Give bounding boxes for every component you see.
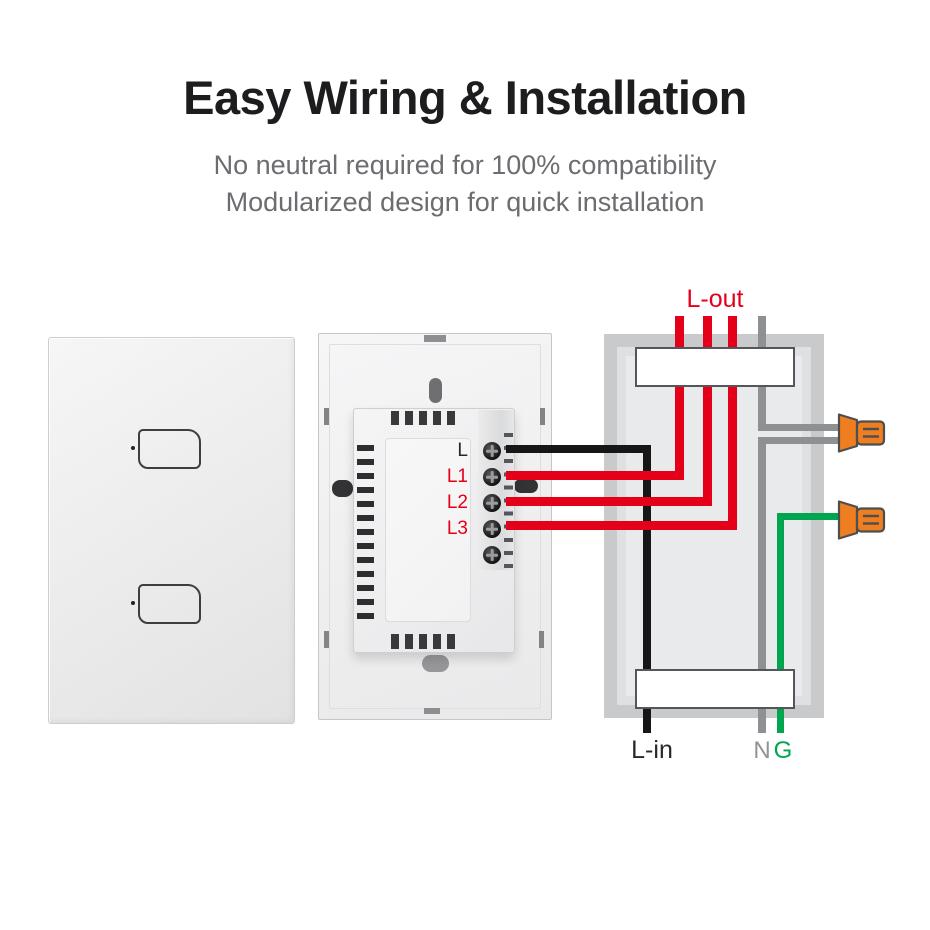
switch-module: L L1 L2 L3	[353, 408, 515, 653]
screw-hole-top	[429, 378, 442, 403]
module-top-vents	[391, 411, 455, 425]
screw-hole-bottom	[422, 655, 449, 672]
terminal-screw-l1	[483, 468, 501, 486]
wire-l3-horizontal	[506, 521, 737, 530]
terminal-label-l1: L1	[446, 466, 468, 487]
wire-l-in-vertical	[643, 445, 651, 733]
wire-l1-vertical	[675, 316, 684, 480]
label-neutral: N	[753, 737, 771, 764]
wire-l1-horizontal	[506, 471, 684, 480]
wire-ground-horizontal	[777, 513, 845, 520]
wire-l2-vertical	[703, 316, 712, 506]
plate-corner-clip	[540, 408, 545, 425]
terminal-label-l3: L3	[446, 518, 468, 539]
side-hole-right	[514, 479, 538, 493]
touch-button-top	[138, 429, 201, 469]
page-title: Easy Wiring & Installation	[183, 71, 747, 124]
plate-corner-clip	[539, 631, 544, 648]
subtitle-line-2: Modularized design for quick installatio…	[225, 187, 705, 217]
led-indicator-dot-top	[131, 446, 135, 450]
wire-l3-vertical	[728, 316, 737, 530]
plate-top-clip	[424, 335, 446, 342]
plate-corner-clip	[324, 408, 329, 425]
wire-neutral-pigtail-top	[758, 424, 845, 431]
plate-corner-clip	[324, 631, 329, 648]
wire-l2-horizontal	[506, 497, 712, 506]
terminal-screw-l3	[483, 520, 501, 538]
terminal-screw-spare	[483, 546, 501, 564]
module-bottom-vents	[391, 634, 455, 649]
junction-strip-bottom	[635, 669, 795, 709]
module-side-vents	[357, 445, 374, 619]
terminal-label-l: L	[457, 440, 468, 461]
junction-strip-top	[635, 347, 795, 387]
wire-ground-vertical	[777, 513, 784, 733]
wire-neutral-bottom-vertical	[758, 437, 766, 733]
wire-l-horizontal	[506, 445, 651, 453]
label-l-in: L-in	[631, 736, 673, 764]
touch-switch-panel	[48, 337, 295, 724]
terminal-screw-l	[483, 442, 501, 460]
wire-nut-icon	[837, 500, 886, 540]
wire-neutral-pigtail-bottom	[758, 437, 845, 444]
module-inner-panel	[385, 438, 471, 622]
subtitle-line-1: No neutral required for 100% compatibili…	[213, 150, 717, 180]
label-l-out: L-out	[686, 285, 744, 313]
plate-bottom-clip	[424, 708, 440, 714]
page-subtitle: No neutral required for 100% compatibili…	[0, 147, 930, 221]
wire-nut-icon	[837, 413, 886, 453]
terminal-label-l2: L2	[446, 492, 468, 513]
side-hole-left	[332, 480, 353, 497]
led-indicator-dot-bottom	[131, 601, 135, 605]
touch-button-bottom	[138, 584, 201, 624]
terminal-screw-l2	[483, 494, 501, 512]
label-ground: G	[773, 737, 793, 764]
